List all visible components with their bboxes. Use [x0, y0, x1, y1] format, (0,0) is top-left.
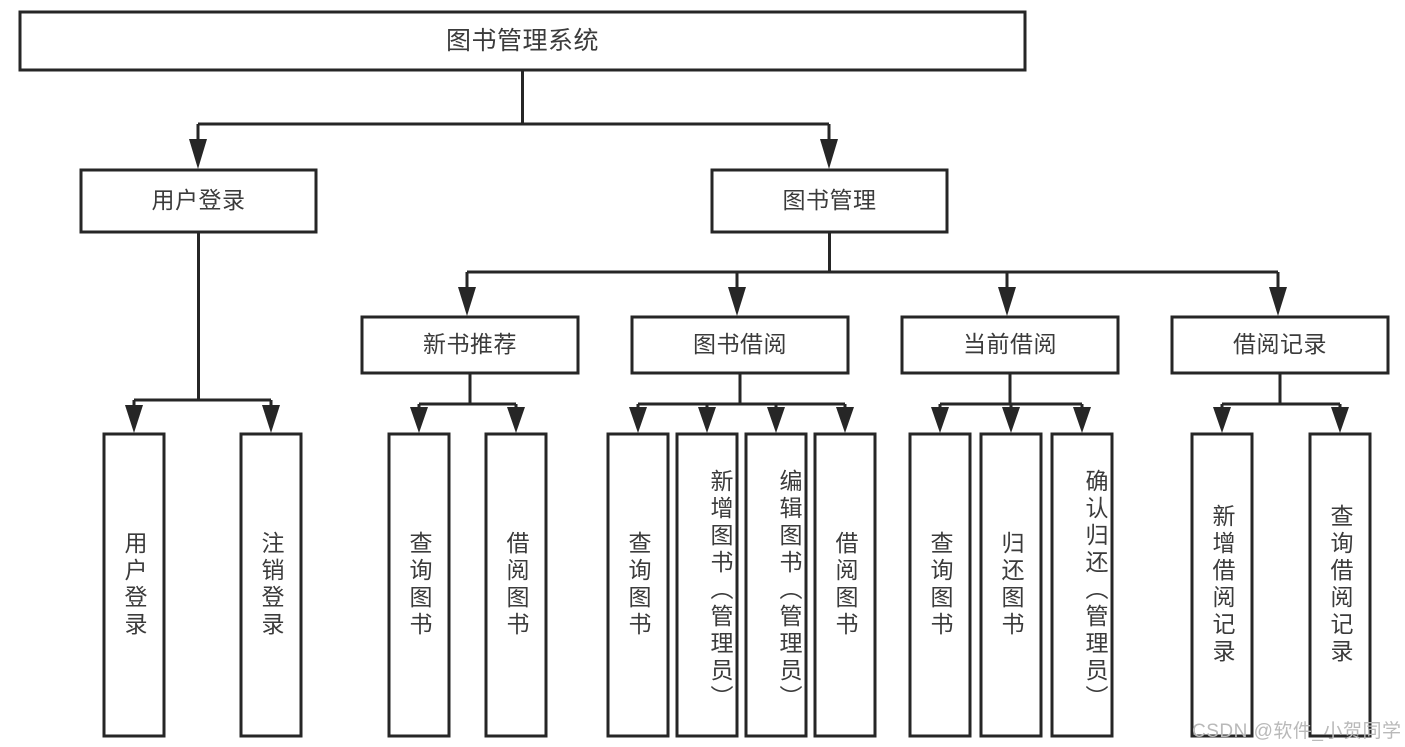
node-box-new-book-recommend[interactable] — [360, 315, 580, 375]
arrow-to-borrow-record — [1269, 287, 1287, 316]
connector-group-book-manage-to-level3 — [465, 232, 1280, 290]
arrow-to-current-borrow — [998, 287, 1016, 316]
node-box-leaf-logout[interactable] — [239, 432, 303, 738]
connector-group-root-to-level2 — [196, 70, 831, 142]
node-box-leaf-query-book-2[interactable] — [606, 432, 670, 738]
node-box-leaf-borrow-book-1[interactable] — [484, 432, 548, 738]
node-box-borrow-record[interactable] — [1170, 315, 1390, 375]
arrow-root-to-book-manage — [820, 139, 838, 169]
node-box-leaf-user-login[interactable] — [102, 432, 166, 738]
node-box-book-borrow[interactable] — [630, 315, 850, 375]
connector-group-current-borrow-leaves — [938, 373, 1084, 410]
node-box-user-login[interactable] — [79, 168, 318, 234]
node-box-book-manage[interactable] — [710, 168, 949, 234]
connector-group-new-book-recommend-leaves — [417, 373, 518, 410]
connector-group-borrow-record-leaves — [1220, 373, 1342, 410]
arrow-to-leaf-query-book-3 — [931, 407, 949, 433]
arrow-to-leaf-edit-book — [767, 407, 785, 433]
node-box-leaf-borrow-book-2[interactable] — [813, 432, 877, 738]
csdn-watermark: CSDN @软件_小贺同学 — [1192, 721, 1402, 742]
arrow-root-to-user-login — [189, 139, 207, 169]
arrow-to-leaf-confirm-return — [1073, 407, 1091, 433]
arrow-to-leaf-add-record — [1213, 407, 1231, 433]
arrow-to-leaf-add-book — [698, 407, 716, 433]
node-box-leaf-add-book[interactable] — [675, 432, 739, 738]
arrow-to-leaf-query-book-2 — [629, 407, 647, 433]
node-box-leaf-return-book[interactable] — [979, 432, 1043, 738]
node-box-leaf-edit-book[interactable] — [744, 432, 808, 738]
arrow-to-leaf-logout — [262, 405, 280, 433]
arrow-to-new-book-recommend — [458, 287, 476, 316]
arrow-to-leaf-borrow-book-1 — [507, 407, 525, 433]
arrow-to-leaf-query-record — [1331, 407, 1349, 433]
node-box-leaf-query-book-1[interactable] — [387, 432, 451, 738]
connector-group-user-login-leaves — [132, 232, 273, 408]
node-box-leaf-confirm-return[interactable] — [1050, 432, 1114, 738]
arrow-to-book-borrow — [728, 287, 746, 316]
arrow-to-leaf-return-book — [1002, 407, 1020, 433]
node-box-leaf-query-book-3[interactable] — [908, 432, 972, 738]
node-box-leaf-add-record[interactable] — [1190, 432, 1254, 738]
connector-group-book-borrow-leaves — [636, 373, 847, 410]
arrow-to-leaf-query-book-1 — [410, 407, 428, 433]
node-box-leaf-query-record[interactable] — [1308, 432, 1372, 738]
arrow-to-leaf-user-login — [125, 405, 143, 433]
node-box-root[interactable] — [18, 10, 1027, 72]
arrow-to-leaf-borrow-book-2 — [836, 407, 854, 433]
node-box-current-borrow[interactable] — [900, 315, 1120, 375]
